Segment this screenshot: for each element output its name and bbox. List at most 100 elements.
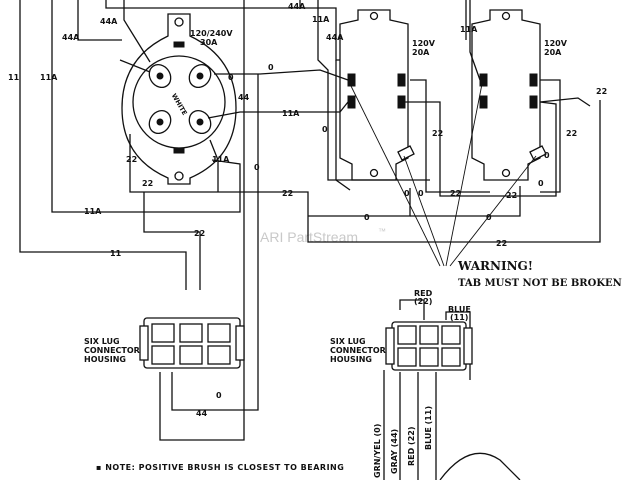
wire-11-left — [19, 0, 187, 290]
duplex-1-screw-bottom — [369, 168, 379, 178]
connector-right-label-2: CONNECTOR — [330, 346, 386, 355]
label-22-mid2: 22 — [506, 191, 517, 200]
warning-block: WARNING! TAB MUST NOT BE BROKEN — [457, 259, 622, 289]
connector-left-tab-r — [235, 325, 245, 361]
duplex-receptacle-1-body — [339, 9, 409, 181]
watermark-trademark: ™ — [378, 227, 386, 236]
wire-22-long — [129, 100, 601, 243]
label-0-r2b: 0 — [538, 179, 544, 188]
connector-right-blue: BLUE — [448, 305, 471, 314]
wire-44a-tl — [119, 59, 151, 73]
connector-left-label-1: SIX LUG — [84, 337, 120, 346]
wires — [19, 0, 601, 480]
main-receptacle: 120/240V 30A WHITE — [121, 13, 237, 185]
warning-title: WARNING! — [457, 259, 533, 273]
terminal-screw-tl — [156, 72, 164, 80]
label-11a-low: 11A — [212, 155, 230, 164]
duplex-2-terminal-l1 — [479, 73, 488, 87]
label-0-r: 0 — [322, 125, 328, 134]
lug-r4 — [397, 347, 417, 367]
label-11-h: 11 — [110, 249, 122, 258]
wire-labels: 11 11A 44A 44A 44A 11A 44A 0 0 44 11A 0 … — [8, 2, 607, 418]
connector-right-tab-l — [385, 327, 395, 365]
connector-right-label-1: SIX LUG — [330, 337, 366, 346]
main-receptacle-voltage: 120/240V — [190, 29, 233, 38]
lug-r6 — [441, 347, 461, 367]
label-0-vert: 0 — [254, 163, 260, 172]
label-0-bottom: 0 — [216, 391, 222, 400]
pointer-1 — [349, 83, 441, 267]
wire-left-44a — [77, 0, 122, 41]
duplex-1-terminal-l2 — [347, 95, 356, 109]
connector-left-label-2: CONNECTOR — [84, 346, 140, 355]
label-44a-top: 44A — [288, 2, 306, 11]
brush-wire-gray: GRAY (44) — [390, 429, 399, 474]
label-22-low: 22 — [194, 229, 205, 238]
label-0-main: 0 — [228, 73, 234, 82]
label-22-r2: 22 — [566, 129, 577, 138]
duplex-receptacle-1: 120V 20A — [339, 9, 436, 181]
wire-0-r1-right — [410, 79, 490, 193]
brush-wire-red: RED (22) — [407, 427, 416, 467]
label-0-r2a: 0 — [544, 151, 550, 160]
wire-11a-left — [51, 0, 241, 213]
wire-red-22 — [399, 299, 425, 320]
label-44a-b: 44A — [100, 17, 118, 26]
label-11a-h: 11A — [84, 207, 102, 216]
pointer-4 — [449, 155, 537, 267]
positive-brush-note: ▪ NOTE: POSITIVE BRUSH IS CLOSEST TO BEA… — [96, 463, 344, 472]
brush-wire-blue: BLUE (11) — [424, 406, 433, 450]
label-22-mid: 22 — [450, 189, 461, 198]
wire-44-vertical — [159, 0, 245, 441]
label-22-far: 22 — [596, 87, 607, 96]
label-22-main: 22 — [126, 155, 137, 164]
wire-22-r2-out — [539, 97, 591, 107]
watermark-text: ARI PartStream — [260, 229, 358, 245]
lug-r5 — [419, 347, 439, 367]
wire-0-bus-1 — [308, 188, 411, 217]
lug-l3 — [207, 323, 231, 343]
watermark: ARI PartStream ™ — [260, 227, 386, 245]
mount-screw-top — [174, 17, 184, 27]
duplex-1-terminal-r1 — [397, 73, 406, 87]
ground-tab-top — [173, 41, 185, 48]
duplex-2-screw-bottom — [501, 168, 511, 178]
duplex-2-break-tab — [529, 145, 547, 161]
lug-l4 — [151, 345, 175, 365]
label-0-r1a: 0 — [404, 189, 410, 198]
connector-right: SIX LUG CONNECTOR HOUSING RED (22) BLUE … — [330, 289, 473, 371]
brush-wire-labels: GRN/YEL (0) GRAY (44) RED (22) BLUE (11) — [373, 406, 433, 478]
mount-screw-bottom — [174, 171, 184, 181]
label-11a-main: 11A — [282, 109, 300, 118]
duplex-2-screw-top — [501, 11, 511, 21]
duplex-2-terminal-l2 — [479, 95, 488, 109]
label-0-h: 0 — [268, 63, 274, 72]
duplex-2-terminal-r1 — [529, 73, 538, 87]
label-11a-r2: 11A — [460, 25, 478, 34]
warning-text: TAB MUST NOT BE BROKEN — [458, 278, 622, 289]
duplex-2-voltage: 120V — [544, 39, 568, 48]
duplex-1-break-tab — [397, 145, 415, 161]
label-11a-top: 11A — [312, 15, 330, 24]
label-22-bottom: 22 — [496, 239, 507, 248]
connector-left-tab-l — [139, 325, 149, 361]
duplex-1-terminal-l1 — [347, 73, 356, 87]
main-receptacle-amps: 30A — [200, 38, 218, 47]
ground-tab-bottom — [173, 147, 185, 154]
lug-l1 — [151, 323, 175, 343]
connector-right-tab-r — [463, 327, 473, 365]
label-0-bus-2: 0 — [486, 213, 492, 222]
label-0-r1b: 0 — [418, 189, 424, 198]
duplex-1-amps: 20A — [412, 48, 430, 57]
duplex-receptacle-2-body — [471, 9, 541, 181]
lug-l5 — [179, 345, 203, 365]
wire-0-vertical — [171, 74, 259, 411]
label-44-bottom: 44 — [196, 409, 208, 418]
label-22-r1: 22 — [432, 129, 443, 138]
duplex-1-voltage: 120V — [412, 39, 436, 48]
duplex-1-screw-top — [369, 11, 379, 21]
wire-11a-r2 — [469, 0, 481, 81]
terminal-screw-bl — [156, 118, 164, 126]
wire-22-down — [143, 192, 201, 290]
